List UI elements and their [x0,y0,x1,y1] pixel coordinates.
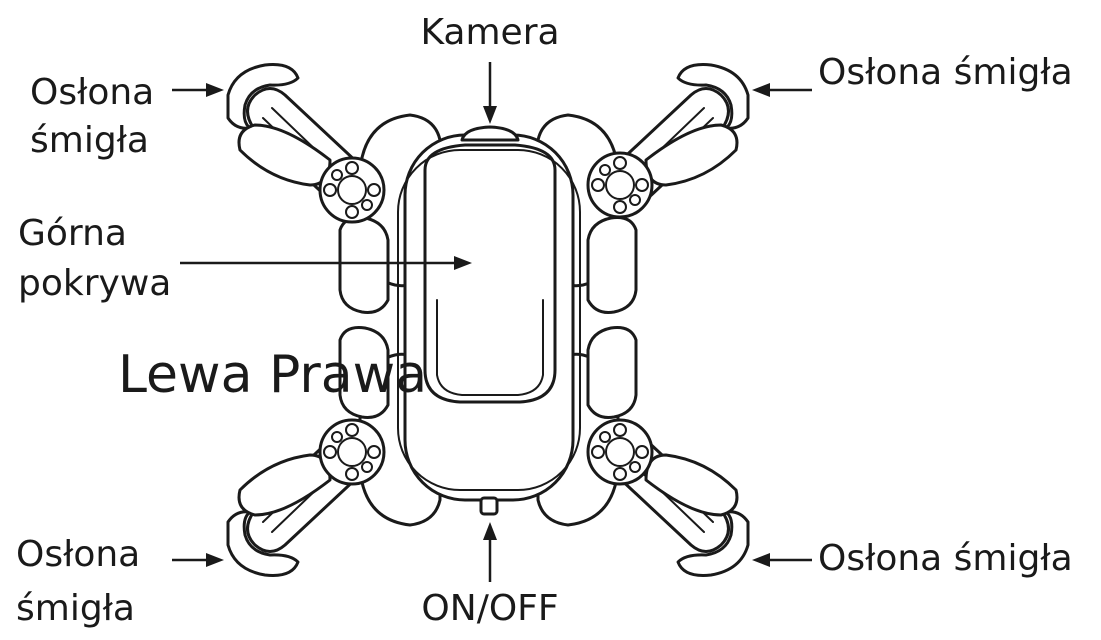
motor-bottom-right [586,418,654,486]
label-left-right: Lewa Prawa [118,345,427,405]
arrow-guard-top-left [172,83,224,97]
label-top-cover-line2: pokrywa [18,263,171,304]
main-body [397,125,581,516]
camera-bump [460,125,520,142]
label-guard-bottom-right: Osłona śmigła [818,538,1073,579]
label-guard-bottom-left-line2: śmigła [16,588,135,629]
arrow-power [483,522,497,582]
arrow-guard-bottom-right [752,553,812,567]
label-guard-bottom-left-line1: Osłona [16,534,140,575]
motor-top-right [586,151,654,219]
label-camera: Kamera [420,12,559,53]
label-guard-top-left-line1: Osłona [30,72,154,113]
arrow-guard-bottom-left [172,553,224,567]
motor-bottom-left [318,418,386,486]
label-guard-top-left-line2: śmigła [30,120,149,161]
label-top-cover-line1: Górna [18,213,127,254]
arrow-camera [483,62,497,124]
label-guard-top-right: Osłona śmigła [818,52,1073,93]
power-switch [479,496,499,516]
arrow-top-cover [180,256,472,270]
label-power: ON/OFF [421,588,558,629]
arrow-guard-top-right [752,83,812,97]
motor-top-left [318,156,386,224]
top-cover [423,143,557,404]
